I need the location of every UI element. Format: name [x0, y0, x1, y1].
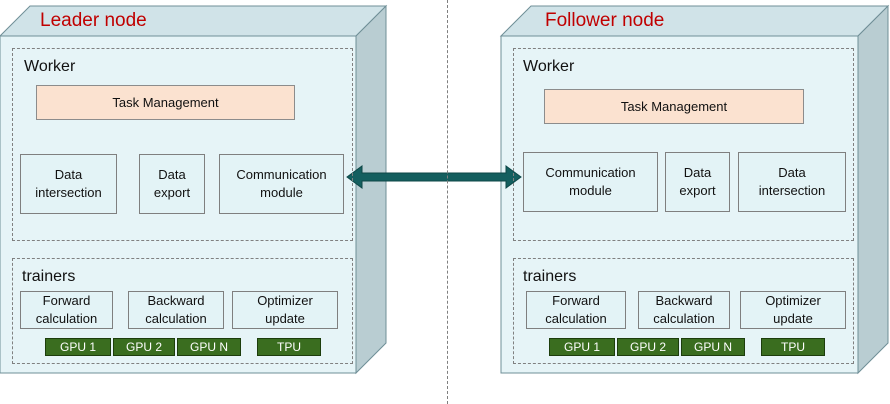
follower-worker-panel — [513, 48, 854, 241]
leader-worker-panel — [12, 48, 353, 241]
follower-node-title: Follower node — [545, 10, 665, 31]
leader-data-intersection: Data intersection — [20, 154, 117, 214]
follower-gpu-1-chip: GPU 1 — [549, 338, 615, 356]
follower-trainers-panel — [513, 258, 854, 364]
follower-trainers-label: trainers — [523, 268, 577, 285]
follower-worker-label: Worker — [523, 58, 575, 75]
leader-communication-module: Communication module — [219, 154, 344, 214]
leader-data-export: Data export — [139, 154, 205, 214]
follower-gpu-n-chip: GPU N — [681, 338, 745, 356]
leader-gpu-n-chip: GPU N — [177, 338, 241, 356]
leader-node-title: Leader node — [40, 10, 147, 31]
leader-backward-calculation: Backward calculation — [128, 291, 224, 329]
follower-backward-calculation: Backward calculation — [638, 291, 730, 329]
leader-trainers-panel — [12, 258, 353, 364]
follower-tpu-chip: TPU — [761, 338, 825, 356]
follower-gpu-2-chip: GPU 2 — [617, 338, 679, 356]
follower-data-intersection: Data intersection — [738, 152, 846, 212]
follower-task-management: Task Management — [544, 89, 804, 124]
leader-worker-label: Worker — [24, 58, 76, 75]
leader-trainers-label: trainers — [22, 268, 76, 285]
follower-forward-calculation: Forward calculation — [526, 291, 626, 329]
leader-forward-calculation: Forward calculation — [20, 291, 113, 329]
leader-tpu-chip: TPU — [257, 338, 321, 356]
leader-optimizer-update: Optimizer update — [232, 291, 338, 329]
center-divider — [447, 0, 448, 404]
follower-optimizer-update: Optimizer update — [740, 291, 846, 329]
follower-communication-module: Communication module — [523, 152, 658, 212]
follower-data-export: Data export — [665, 152, 730, 212]
leader-gpu-2-chip: GPU 2 — [113, 338, 175, 356]
leader-gpu-1-chip: GPU 1 — [45, 338, 111, 356]
double-headed-arrow-icon — [346, 165, 522, 189]
leader-task-management: Task Management — [36, 85, 295, 120]
